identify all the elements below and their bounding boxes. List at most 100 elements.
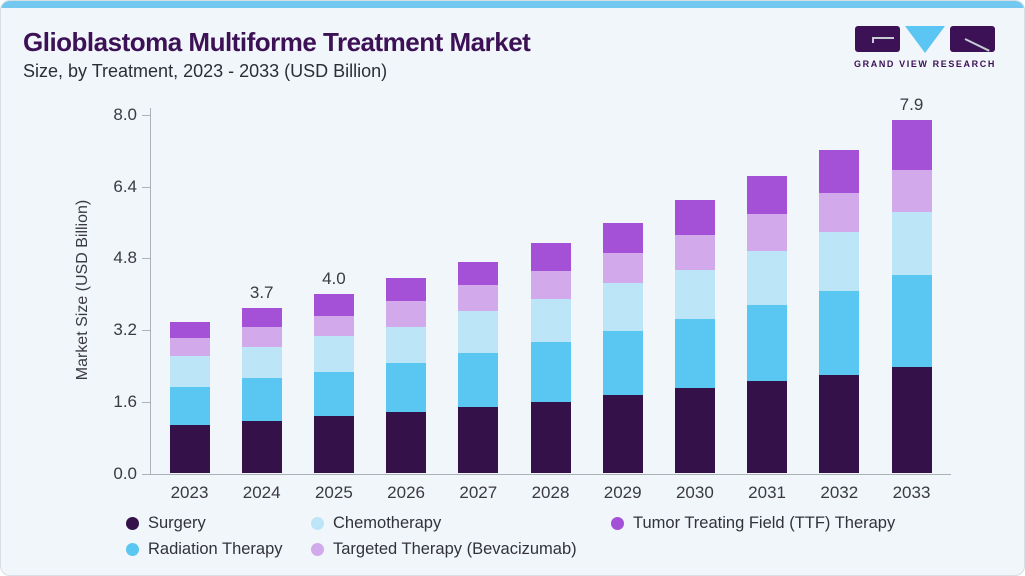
bar-value-label: 3.7 [249, 282, 274, 302]
legend-dot-icon [611, 516, 624, 530]
bar-segment-2033[interactable] [891, 212, 932, 276]
bar-segment-2031[interactable] [747, 250, 788, 305]
y-tick-mark [141, 115, 151, 117]
y-tick-mark [141, 258, 151, 260]
bar-segment-2025[interactable] [313, 294, 354, 317]
x-axis-label: 2028 [531, 482, 570, 502]
bar-segment-2028[interactable] [530, 271, 571, 299]
bar-segment-2027[interactable] [458, 310, 499, 354]
bar-segment-2023[interactable] [169, 356, 210, 388]
bar-segment-2032[interactable] [819, 193, 860, 233]
y-tick-mark [141, 473, 151, 475]
bar-segment-2033[interactable] [891, 169, 932, 213]
legend-label: Radiation Therapy [148, 539, 283, 558]
y-tick-mark [141, 330, 151, 332]
legend-dot-icon [126, 516, 139, 530]
bar-segment-2031[interactable] [747, 380, 788, 474]
legend-item[interactable]: Radiation Therapy [126, 537, 311, 561]
gvr-v-triangle-icon [905, 26, 945, 53]
bar-segment-2027[interactable] [458, 261, 499, 285]
x-axis-label: 2027 [459, 482, 498, 502]
x-axis-label: 2025 [314, 482, 353, 502]
brand-name: GRAND VIEW RESEARCH [854, 59, 996, 69]
legend-dot-icon [126, 542, 139, 556]
bar-segment-2029[interactable] [602, 331, 643, 396]
page-title: Glioblastoma Multiforme Treatment Market [23, 27, 531, 57]
bar-segment-2031[interactable] [747, 213, 788, 251]
bar-segment-2024[interactable] [241, 307, 282, 327]
bar-segment-2030[interactable] [674, 234, 715, 270]
bar-segment-2033[interactable] [891, 275, 932, 367]
bar-segment-2028[interactable] [530, 341, 571, 402]
grand-view-research-logo: GRAND VIEW RESEARCH [850, 26, 1000, 69]
bar-segment-2026[interactable] [386, 326, 427, 363]
legend-label: Tumor Treating Field (TTF) Therapy [633, 513, 896, 532]
bar-segment-2029[interactable] [602, 253, 643, 284]
x-axis-label: 2031 [748, 482, 786, 502]
bar-segment-2024[interactable] [241, 347, 282, 379]
bar-segment-2027[interactable] [458, 284, 499, 311]
bar-segment-2030[interactable] [674, 318, 715, 389]
bar-segment-2025[interactable] [313, 371, 354, 417]
bar-segment-2033[interactable] [891, 119, 932, 170]
bar-value-label: 7.9 [899, 94, 924, 114]
bar-segment-2028[interactable] [530, 401, 571, 474]
bar-segment-2029[interactable] [602, 223, 643, 254]
y-tick-label: 1.6 [113, 391, 137, 411]
x-axis-label: 2033 [892, 482, 931, 502]
y-axis-line [149, 108, 151, 475]
x-axis-label: 2026 [387, 482, 425, 502]
bar-segment-2031[interactable] [747, 175, 788, 214]
bar-segment-2023[interactable] [169, 321, 210, 339]
y-tick-label: 0.0 [113, 463, 137, 483]
y-tick-label: 4.8 [113, 248, 137, 268]
bar-segment-2032[interactable] [819, 149, 860, 194]
bar-segment-2028[interactable] [530, 298, 571, 342]
bar-segment-2029[interactable] [602, 283, 643, 332]
legend-label: Targeted Therapy (Bevacizumab) [333, 539, 577, 558]
x-axis-label: 2030 [675, 482, 714, 502]
y-tick-label: 3.2 [113, 320, 137, 340]
bar-segment-2033[interactable] [891, 366, 932, 474]
bar-segment-2024[interactable] [241, 420, 282, 474]
bar-segment-2024[interactable] [241, 378, 282, 421]
bar-segment-2032[interactable] [819, 291, 860, 375]
bar-segment-2023[interactable] [169, 387, 210, 425]
legend-dot-icon [311, 542, 324, 556]
bar-segment-2031[interactable] [747, 304, 788, 381]
bar-segment-2030[interactable] [674, 269, 715, 319]
y-tick-mark [141, 186, 151, 188]
bar-segment-2026[interactable] [386, 277, 427, 301]
bar-segment-2025[interactable] [313, 336, 354, 372]
bar-segment-2030[interactable] [674, 388, 715, 474]
bar-segment-2032[interactable] [819, 232, 860, 292]
bar-segment-2025[interactable] [313, 316, 354, 337]
bar-segment-2023[interactable] [169, 338, 210, 357]
bar-segment-2028[interactable] [530, 242, 571, 272]
legend-item[interactable]: Targeted Therapy (Bevacizumab) [311, 537, 611, 561]
legend-item[interactable]: Chemotherapy [311, 511, 611, 535]
gvr-r-block-icon [950, 26, 995, 52]
bar-segment-2026[interactable] [386, 412, 427, 474]
bar-segment-2027[interactable] [458, 406, 499, 474]
legend-item[interactable]: Tumor Treating Field (TTF) Therapy [611, 511, 1006, 535]
bar-segment-2027[interactable] [458, 353, 499, 407]
bar-segment-2029[interactable] [602, 395, 643, 474]
x-axis-label: 2024 [242, 482, 281, 502]
bar-segment-2023[interactable] [169, 424, 210, 474]
legend-label: Surgery [148, 513, 206, 532]
y-tick-label: 8.0 [113, 105, 137, 125]
bar-segment-2030[interactable] [674, 199, 715, 235]
legend-dot-icon [311, 516, 324, 530]
x-axis-label: 2023 [170, 482, 209, 502]
bar-segment-2025[interactable] [313, 416, 354, 474]
gvr-g-block-icon [855, 26, 900, 52]
legend-item[interactable]: Surgery [126, 511, 311, 535]
legend-label: Chemotherapy [333, 513, 442, 532]
bar-value-label: 4.0 [322, 269, 346, 289]
bar-segment-2024[interactable] [241, 327, 282, 348]
bar-segment-2026[interactable] [386, 362, 427, 413]
bar-segment-2032[interactable] [819, 374, 860, 474]
bar-segment-2026[interactable] [386, 300, 427, 327]
x-axis-label: 2032 [820, 482, 859, 502]
